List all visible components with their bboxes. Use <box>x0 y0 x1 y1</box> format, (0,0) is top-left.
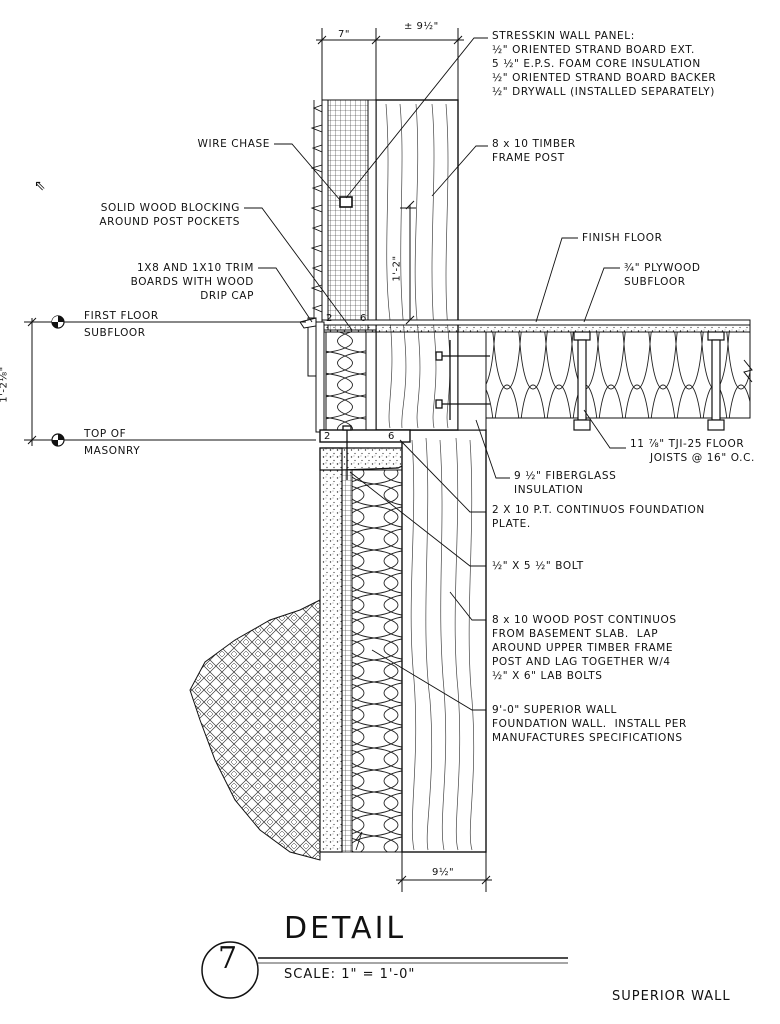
note-tji-l2: JOISTS @ 16" O.C. <box>650 452 755 464</box>
plate-mark-right: 6 <box>360 313 367 324</box>
note-superior-l2: FOUNDATION WALL. INSTALL PER <box>492 718 687 730</box>
dim-vertical-left: 1'-2⅛" <box>0 366 10 403</box>
note-trim-l1: 1X8 AND 1X10 TRIM <box>137 262 254 274</box>
sill-mark-left: 2 <box>324 431 331 442</box>
foundation-insulation <box>351 469 403 853</box>
datum-top-masonry <box>51 433 65 447</box>
sheet-note: SUPERIOR WALL <box>612 989 731 1004</box>
detail-number: 7 <box>218 941 238 976</box>
note-fiberglass-l1: 9 ½" FIBERGLASS <box>514 470 617 482</box>
foundation-plate <box>319 429 411 443</box>
detail-title: DETAIL <box>284 911 407 946</box>
cursor-icon: ⇖ <box>34 178 47 194</box>
siding <box>310 100 323 318</box>
note-trim-l3: DRIP CAP <box>200 290 254 302</box>
lag-bolts <box>435 340 490 420</box>
note-wood-post-l4: POST AND LAG TOGETHER W/4 <box>492 656 671 668</box>
note-wood-post-l3: AROUND UPPER TIMBER FRAME <box>492 642 674 654</box>
note-superior-l3: MANUFACTURES SPECIFICATIONS <box>492 732 683 744</box>
note-timber-post-l2: FRAME POST <box>492 152 565 164</box>
panel-osb-backer <box>367 99 377 331</box>
note-top-masonry-l2: MASONRY <box>84 445 141 457</box>
note-blocking-l2: AROUND POST POCKETS <box>99 216 240 228</box>
floor-insulation <box>485 331 751 419</box>
note-stresskin-l1: ½" ORIENTED STRAND BOARD EXT. <box>492 44 695 56</box>
dim-top-left: 7" <box>338 29 350 40</box>
dim-vertical-post: 1'-2" <box>391 255 403 282</box>
note-stresskin-title: STRESSKIN WALL PANEL: <box>492 30 635 42</box>
panel-foam-core <box>327 99 369 331</box>
note-stresskin-l2: 5 ½" E.P.S. FOAM CORE INSULATION <box>492 58 701 70</box>
bond-beam <box>319 447 411 471</box>
note-wood-post-l5: ½" X 6" LAB BOLTS <box>492 670 603 682</box>
note-blocking-l1: SOLID WOOD BLOCKING <box>100 202 240 214</box>
wire-chase-box <box>339 196 353 208</box>
note-finish-floor: FINISH FLOOR <box>582 232 663 244</box>
foundation-foam-strip <box>341 469 353 853</box>
note-timber-post-l1: 8 x 10 TIMBER <box>492 138 576 150</box>
sill-mark-right: 6 <box>388 431 395 442</box>
note-stresskin-l4: ½" DRYWALL (INSTALLED SEPARATELY) <box>492 86 715 98</box>
anchor-bolt <box>342 425 352 480</box>
note-wire-chase: WIRE CHASE <box>197 138 270 150</box>
earth-hatch <box>189 599 321 861</box>
datum-first-floor <box>51 315 65 329</box>
foundation-concrete <box>319 447 343 853</box>
note-plate-l1: 2 X 10 P.T. CONTINUOS FOUNDATION <box>492 504 705 516</box>
dim-bottom: 9½" <box>432 867 455 878</box>
trim-boards <box>299 317 325 433</box>
plate-mark-left: 2 <box>326 313 333 324</box>
note-wood-post-l1: 8 x 10 WOOD POST CONTINUOS <box>492 614 677 626</box>
note-top-masonry-l1: TOP OF <box>84 428 127 440</box>
note-first-floor-l1: FIRST FLOOR <box>84 310 159 322</box>
tji-joists <box>573 331 725 431</box>
title-block-lines <box>201 941 568 999</box>
note-wood-post-l2: FROM BASEMENT SLAB. LAP <box>492 628 659 640</box>
detail-scale: SCALE: 1" = 1'-0" <box>284 967 416 982</box>
note-bolt: ½" X 5 ½" BOLT <box>492 560 584 572</box>
note-tji-l1: 11 ⅞" TJI-25 FLOOR <box>630 438 745 450</box>
plywood-subfloor <box>321 324 751 333</box>
note-trim-l2: BOARDS WITH WOOD <box>130 276 254 288</box>
note-stresskin-l3: ½" ORIENTED STRAND BOARD BACKER <box>492 72 717 84</box>
note-plywood-l2: SUBFLOOR <box>624 276 686 288</box>
lower-wood-post <box>401 429 487 853</box>
note-superior-l1: 9'-0" SUPERIOR WALL <box>492 704 617 716</box>
dim-top-right: ± 9½" <box>404 21 439 32</box>
timber-frame-post <box>375 99 459 431</box>
note-plywood-l1: ¾" PLYWOOD <box>624 262 701 274</box>
note-plate-l2: PLATE. <box>492 518 531 530</box>
note-first-floor-l2: SUBFLOOR <box>84 327 146 339</box>
note-fiberglass-l2: INSULATION <box>514 484 584 496</box>
